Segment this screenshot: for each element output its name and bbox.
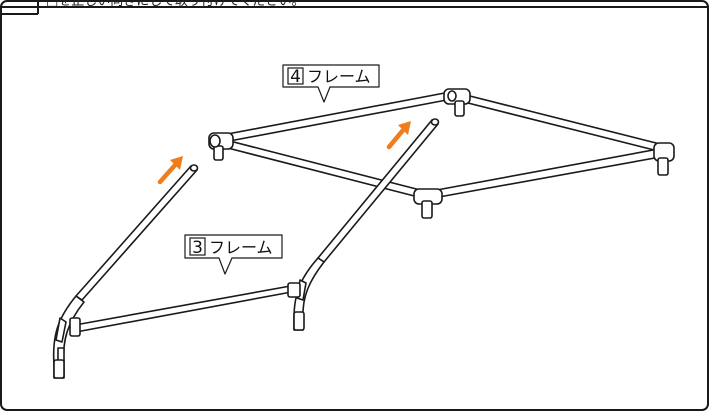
callout-frame-4: 4 フレーム bbox=[282, 64, 380, 103]
callout-label: フレーム bbox=[307, 67, 371, 86]
callout-number: 3 bbox=[192, 238, 203, 258]
header-strip: □を正しい向きにして取り付けてください。 bbox=[0, 0, 709, 15]
joint-front-right bbox=[653, 142, 675, 176]
callout-frame-3: 3 フレーム bbox=[184, 234, 283, 275]
arrow-up-right-icon bbox=[157, 156, 183, 185]
callout-number-box bbox=[189, 237, 206, 256]
arrow-up-right-icon bbox=[386, 121, 411, 150]
callout-number: 4 bbox=[290, 67, 301, 87]
callout-number-box bbox=[287, 67, 304, 85]
joint-back-right bbox=[443, 88, 471, 117]
callout-label: フレーム bbox=[209, 238, 273, 257]
frame-4-drawing bbox=[208, 88, 675, 219]
header-cut-text: □を正しい向きにして取り付けてください。 bbox=[46, 0, 305, 9]
frame-3-drawing bbox=[52, 118, 440, 379]
joint-front-left bbox=[413, 188, 443, 219]
joint-back-left bbox=[208, 132, 234, 161]
